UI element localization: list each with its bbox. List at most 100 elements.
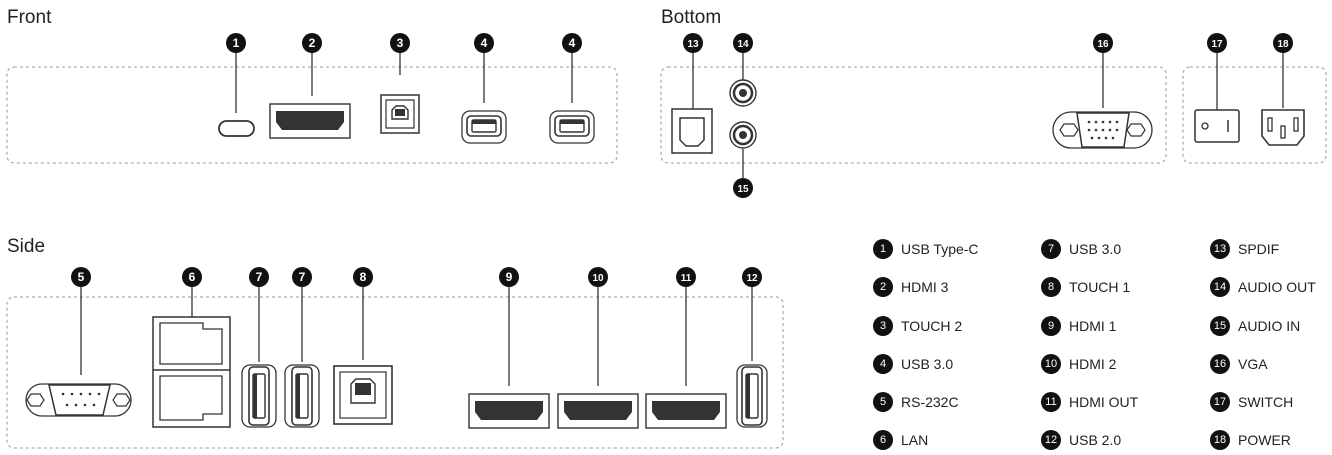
callout-marker: 2 xyxy=(302,33,322,53)
callout-number: 9 xyxy=(506,270,513,284)
callout-number: 17 xyxy=(1211,39,1223,50)
legend-number: 5 xyxy=(873,392,893,412)
bottom-panel xyxy=(660,66,1167,164)
callout-marker: 4 xyxy=(562,33,582,53)
legend-label: AUDIO OUT xyxy=(1238,279,1316,295)
usb-3-port-front-b xyxy=(554,115,590,137)
legend-number: 8 xyxy=(1041,277,1061,297)
callout-marker: 6 xyxy=(182,267,202,287)
legend-label: LAN xyxy=(901,432,929,448)
legend-number: 13 xyxy=(1210,239,1230,259)
callout-number: 5 xyxy=(78,270,85,284)
usb-3-port-side-a xyxy=(241,364,277,428)
callout-marker: 16 xyxy=(1093,33,1113,53)
legend-item: 8 TOUCH 1 xyxy=(1041,276,1130,298)
rs-232c-port xyxy=(25,383,132,417)
legend-item: 1 USB Type-C xyxy=(873,238,979,260)
legend-number: 11 xyxy=(1041,392,1061,412)
legend-item: 18 POWER xyxy=(1210,429,1291,451)
section-title-side: Side xyxy=(7,236,46,257)
vga-port xyxy=(1052,111,1153,149)
callout-marker: 14 xyxy=(733,33,753,53)
legend-label: RS-232C xyxy=(901,394,959,410)
legend-label: SWITCH xyxy=(1238,394,1294,410)
legend-label: TOUCH 1 xyxy=(1069,279,1131,295)
usb-type-c-port xyxy=(218,120,255,137)
callout-marker: 15 xyxy=(733,178,753,198)
legend-item: 5 RS-232C xyxy=(873,391,959,413)
callout-number: 1 xyxy=(233,36,240,50)
callout-number: 11 xyxy=(681,273,692,284)
usb-3-port-front-a xyxy=(466,115,502,137)
legend-item: 4 USB 3.0 xyxy=(873,353,953,375)
legend-label: HDMI 1 xyxy=(1069,318,1117,334)
legend-number: 17 xyxy=(1210,392,1230,412)
callout-number: 7 xyxy=(256,270,263,284)
spdif-port xyxy=(671,108,713,154)
callout-number: 7 xyxy=(299,270,306,284)
section-title-front: Front xyxy=(7,7,52,28)
callout-marker: 17 xyxy=(1207,33,1227,53)
legend-number: 10 xyxy=(1041,354,1061,374)
callout-number: 10 xyxy=(592,273,604,284)
legend-label: USB 3.0 xyxy=(1069,241,1122,257)
lan-port xyxy=(152,316,231,428)
legend-label: HDMI 2 xyxy=(1069,356,1117,372)
legend-number: 16 xyxy=(1210,354,1230,374)
callout-marker: 18 xyxy=(1273,33,1293,53)
legend-item: 6 LAN xyxy=(873,429,928,451)
callout-marker: 13 xyxy=(683,33,703,53)
touch-2-port xyxy=(380,94,420,134)
legend-number: 14 xyxy=(1210,277,1230,297)
callout-number: 15 xyxy=(737,184,749,195)
legend-label: POWER xyxy=(1238,432,1291,448)
legend-item: 7 USB 3.0 xyxy=(1041,238,1121,260)
usb-3-port-side-b xyxy=(284,364,320,428)
callout-marker: 7 xyxy=(292,267,312,287)
legend-label: USB 2.0 xyxy=(1069,432,1122,448)
callout-marker: 4 xyxy=(474,33,494,53)
callout-number: 4 xyxy=(569,36,576,50)
legend-label: TOUCH 2 xyxy=(901,318,963,334)
hdmi-1-port xyxy=(468,393,550,429)
legend-number: 7 xyxy=(1041,239,1061,259)
usb-2-port xyxy=(736,364,768,428)
audio-in-port xyxy=(729,121,757,149)
hdmi-3-port xyxy=(269,103,351,139)
legend-item: 13 SPDIF xyxy=(1210,238,1279,260)
section-title-bottom: Bottom xyxy=(661,7,722,28)
switch-port xyxy=(1194,109,1240,143)
callout-number: 3 xyxy=(397,36,404,50)
callout-number: 16 xyxy=(1097,39,1109,50)
legend-number: 1 xyxy=(873,239,893,259)
callout-marker: 7 xyxy=(249,267,269,287)
callout-number: 12 xyxy=(746,273,758,284)
callout-marker: 8 xyxy=(353,267,373,287)
legend-label: SPDIF xyxy=(1238,241,1280,257)
power-panel xyxy=(1182,66,1327,164)
legend-number: 18 xyxy=(1210,430,1230,450)
legend-label: USB Type-C xyxy=(901,241,979,257)
legend-label: AUDIO IN xyxy=(1238,318,1301,334)
callout-number: 2 xyxy=(309,36,316,50)
callout-marker: 9 xyxy=(499,267,519,287)
callout-number: 6 xyxy=(189,270,196,284)
callout-marker: 3 xyxy=(390,33,410,53)
legend-number: 2 xyxy=(873,277,893,297)
legend-item: 14 AUDIO OUT xyxy=(1210,276,1316,298)
callout-marker: 11 xyxy=(676,267,696,287)
side-panel xyxy=(6,296,784,449)
hdmi-out-port xyxy=(645,393,727,429)
legend-number: 6 xyxy=(873,430,893,450)
legend-label: USB 3.0 xyxy=(901,356,954,372)
legend-number: 4 xyxy=(873,354,893,374)
touch-1-port xyxy=(333,365,393,425)
callout-number: 18 xyxy=(1277,39,1289,50)
legend-item: 17 SWITCH xyxy=(1210,391,1293,413)
callout-marker: 5 xyxy=(71,267,91,287)
